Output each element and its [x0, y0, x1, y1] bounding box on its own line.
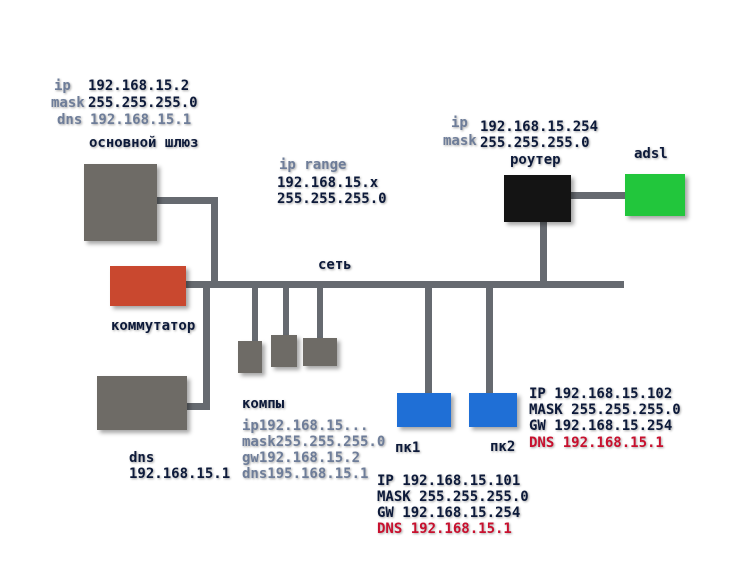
- pc2-ip: IP 192.168.15.102: [529, 386, 673, 402]
- computer-box-2: [271, 335, 297, 367]
- gateway-dns-value: 192.168.15.1: [90, 112, 192, 128]
- pc1-dns: DNS 192.168.15.1: [377, 521, 512, 537]
- dns-server-box: [97, 376, 187, 430]
- router-box: [504, 175, 571, 222]
- pc2-name: пк2: [490, 439, 516, 455]
- router-ip-label: ip: [451, 115, 468, 131]
- pc1-mask: MASK 255.255.255.0: [377, 489, 529, 505]
- computers-ip: ip192.168.15...: [242, 418, 369, 434]
- adsl-box: [625, 174, 685, 216]
- pc2-dns: DNS 192.168.15.1: [529, 435, 664, 451]
- router-ip-value: 192.168.15.254: [480, 119, 599, 135]
- computer3-drop-line: [317, 284, 323, 340]
- gateway-box: [84, 164, 157, 241]
- switch-box: [110, 266, 186, 306]
- computer-box-3: [303, 338, 337, 366]
- computer-box-1: [238, 341, 262, 373]
- router-vertical-line: [540, 220, 547, 284]
- dns-horizontal-line: [186, 403, 210, 410]
- ip-range-mask: 255.255.255.0: [277, 191, 387, 207]
- router-mask-label: mask: [443, 133, 477, 149]
- adsl-name: adsl: [634, 146, 668, 162]
- computers-name: компы: [242, 396, 285, 412]
- dns-vertical-line: [203, 284, 210, 410]
- pc1-ip: IP 192.168.15.101: [377, 473, 521, 489]
- pc2-gw: GW 192.168.15.254: [529, 418, 673, 434]
- gateway-name: основной шлюз: [89, 135, 199, 151]
- router-adsl-line: [570, 192, 628, 199]
- pc2-drop-line: [486, 284, 493, 394]
- pc1-gw: GW 192.168.15.254: [377, 505, 521, 521]
- gateway-mask-value: 255.255.255.0: [88, 95, 198, 111]
- ip-range-ip: 192.168.15.x: [277, 175, 379, 191]
- computers-mask: mask255.255.255.0: [242, 434, 386, 450]
- gateway-dns-label: dns: [57, 112, 83, 128]
- pc1-drop-line: [425, 284, 432, 394]
- gateway-ip-label: ip: [54, 78, 71, 94]
- dns-server-ip: 192.168.15.1: [129, 466, 231, 482]
- gateway-mask-label: mask: [51, 95, 85, 111]
- ip-range-label: ip range: [279, 157, 347, 173]
- pc2-mask: MASK 255.255.255.0: [529, 402, 681, 418]
- computers-gw: gw192.168.15.2: [242, 450, 361, 466]
- gateway-horizontal-line: [156, 197, 218, 204]
- computer1-drop-line: [252, 284, 258, 342]
- pc1-name: пк1: [395, 440, 421, 456]
- pc1-box: [397, 393, 451, 427]
- router-mask-value: 255.255.255.0: [480, 135, 590, 151]
- gateway-vertical-line: [211, 197, 218, 288]
- router-name: роутер: [510, 152, 561, 168]
- pc2-box: [469, 393, 517, 427]
- computer2-drop-line: [283, 284, 289, 336]
- dns-server-name: dns: [129, 450, 155, 466]
- network-bus-line: [186, 281, 624, 288]
- computers-dns: dns195.168.15.1: [242, 466, 369, 482]
- switch-name: коммутатор: [111, 318, 196, 334]
- gateway-ip-value: 192.168.15.2: [88, 78, 190, 94]
- network-name: сеть: [318, 257, 352, 273]
